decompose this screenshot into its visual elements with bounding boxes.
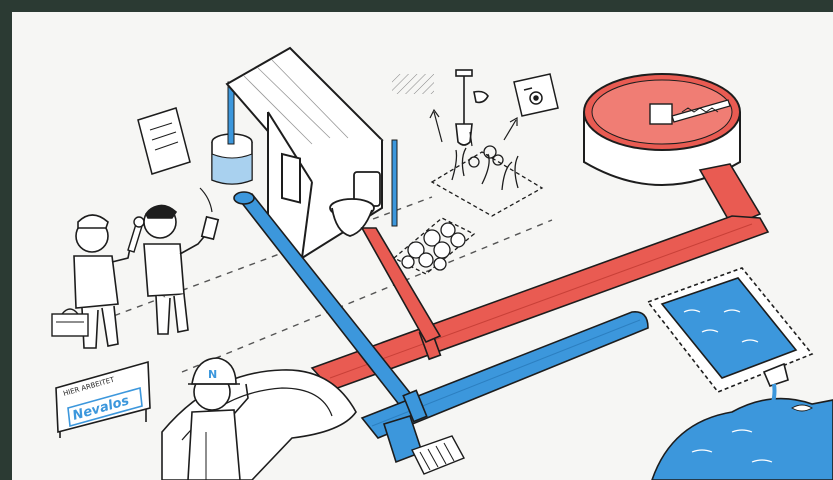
document-icon (138, 108, 212, 212)
illustration-frame: HIER ARBEITET Nevalos N (12, 12, 833, 480)
plumbing-illustration: HIER ARBEITET Nevalos N (12, 12, 833, 480)
plan-icon (514, 74, 558, 116)
person-with-phone (144, 205, 218, 334)
wrench-icon (128, 217, 144, 252)
garden-bed (432, 146, 542, 216)
soil-sample (392, 74, 434, 94)
arrows (430, 110, 517, 146)
drain-icon (412, 436, 464, 474)
shovel-icon (456, 70, 488, 145)
helmet-badge: N (208, 368, 217, 381)
swimming-pool (648, 268, 812, 392)
compost-heap (394, 218, 474, 274)
